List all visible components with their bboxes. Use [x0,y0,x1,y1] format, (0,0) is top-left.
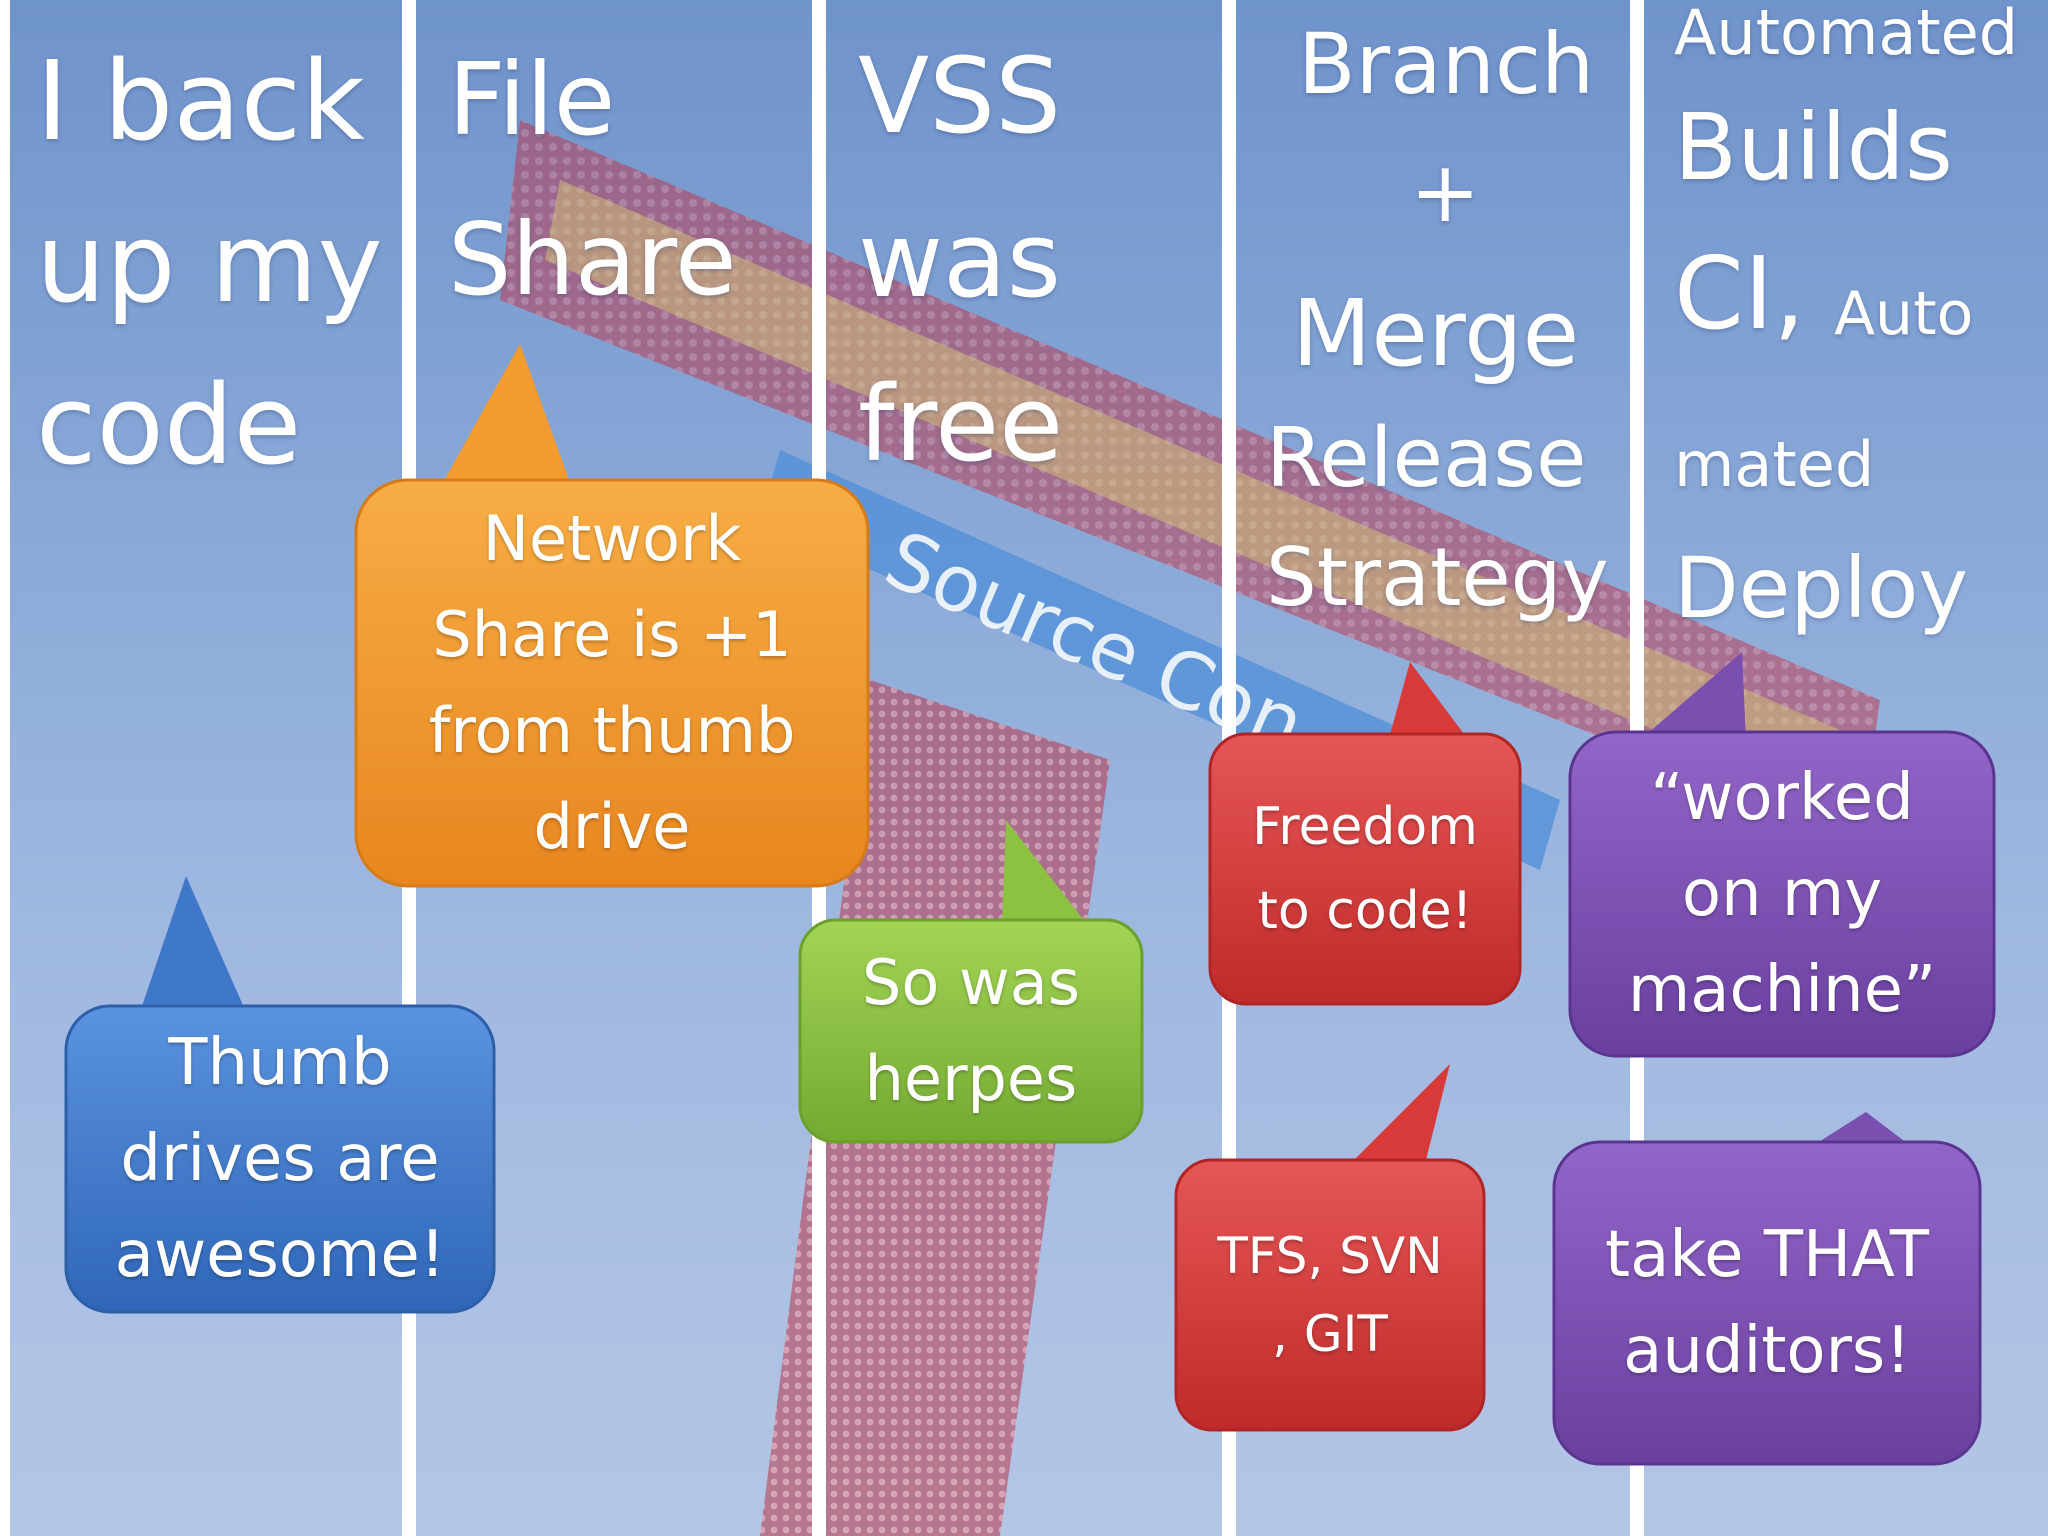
heading-mated: mated [1674,428,1875,501]
bubble-network-shape [354,344,870,888]
bubble-auditors-text: take THAT auditors! [1605,1218,1929,1388]
heading-merge: Merge [1292,280,1580,387]
heading-strategy: Strategy [1266,531,1609,624]
bubble-auditors-shape [1552,1112,1982,1466]
bubble-herpes-text: So was herpes [862,946,1080,1115]
heading-automated: Automated [1674,0,2019,69]
bubble-thumb-text: Thumb drives are awesome! [114,1026,446,1292]
bubble-freedom-shape [1208,662,1522,1006]
bubble-freedom-text: Freedom to code! [1252,797,1478,941]
heading-builds: Builds [1674,94,1953,201]
bubble-network-text: Network Share is +1 from thumb drive [428,502,796,863]
heading-deploy: Deploy [1674,539,1969,637]
bubble-tfs-text: TFS, SVN , GIT [1217,1227,1443,1363]
heading-backup: I back up my code [36,37,383,489]
heading-file-share: File Share [448,41,737,318]
bubble-worked-shape [1568,652,1996,1058]
bubble-tfs-shape [1174,1064,1486,1432]
heading-vss: VSS was free [858,35,1064,485]
bubble-thumb-shape [64,876,496,1314]
bubble-herpes-shape [798,820,1144,1144]
bubble-worked-text: “worked on my machine” [1627,761,1937,1027]
heading-auto: Auto [1834,279,1974,349]
heading-branch: Branch [1298,15,1595,113]
heading-release: Release [1266,411,1587,506]
heading-plus: + [1410,143,1481,241]
heading-ci: CI, [1674,235,1806,352]
left-edge [0,0,10,1536]
